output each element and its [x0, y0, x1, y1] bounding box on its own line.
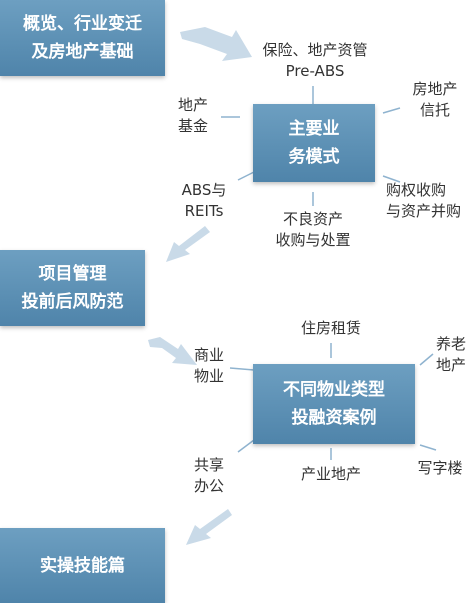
label-cowork-line-1: 共享: [193, 456, 224, 474]
label-re-trust-line-2: 信托: [419, 101, 450, 119]
label-cowork-line-2: 办公: [193, 477, 224, 495]
label-re-fund: 地产 基金: [168, 95, 218, 137]
property-cases-line-2: 投融资案例: [291, 408, 377, 428]
main-modes-line-2: 务模式: [288, 147, 340, 167]
label-npl-line-1: 不良资产: [282, 210, 343, 228]
property-cases-box: 不同物业类型 投融资案例: [253, 364, 415, 444]
label-industrial-text: 产业地产: [300, 465, 361, 483]
label-npl: 不良资产 收购与处置: [258, 209, 368, 251]
overview-box: 概览、行业变迁 及房地产基础: [0, 0, 165, 76]
label-acquisition-line-1: 购权收购: [386, 181, 447, 199]
property-cases-line-1: 不同物业类型: [283, 380, 385, 400]
label-rental-text: 住房租赁: [300, 319, 361, 337]
label-abs-reits-line-1: ABS与: [181, 181, 227, 199]
label-industrial: 产业地产: [286, 464, 376, 485]
project-mgmt-line-1: 项目管理: [38, 264, 107, 284]
flow-arrows: [148, 27, 252, 545]
project-mgmt-box: 项目管理 投前后风防范: [0, 250, 145, 326]
label-re-fund-line-1: 地产: [177, 96, 208, 114]
arrow-cases-to-practice: [186, 509, 232, 545]
label-commercial-line-1: 商业: [193, 346, 224, 364]
label-npl-line-2: 收购与处置: [275, 231, 351, 249]
label-elderly: 养老 地产: [436, 334, 474, 376]
practice-box: 实操技能篇: [0, 528, 165, 603]
overview-line-2: 及房地产基础: [31, 42, 134, 62]
overview-line-1: 概览、行业变迁: [23, 14, 142, 34]
arrow-modes-to-project: [166, 226, 210, 262]
practice-label: 实操技能篇: [40, 555, 125, 576]
main-modes-line-1: 主要业: [288, 119, 340, 139]
label-insurance-line-1: 保险、地产资管: [262, 41, 368, 59]
label-acquisition: 购权收购 与资产并购: [386, 180, 474, 222]
label-cowork: 共享 办公: [186, 455, 232, 497]
spoke-lines: [221, 86, 437, 460]
label-re-trust: 房地产 信托: [400, 79, 470, 121]
main-modes-box: 主要业 务模式: [253, 104, 375, 182]
label-re-fund-line-2: 基金: [177, 117, 208, 135]
label-abs-reits-line-2: REITs: [184, 202, 224, 220]
label-office: 写字楼: [408, 458, 472, 479]
label-re-trust-line-1: 房地产: [412, 80, 458, 98]
label-acquisition-line-2: 与资产并购: [386, 202, 462, 220]
label-rental: 住房租赁: [286, 318, 376, 339]
label-insurance: 保险、地产资管 Pre-ABS: [240, 40, 390, 82]
label-elderly-line-1: 养老: [436, 335, 467, 353]
arrow-project-to-cases: [148, 337, 197, 365]
label-office-text: 写字楼: [417, 459, 463, 477]
label-elderly-line-2: 地产: [436, 356, 467, 374]
label-commercial: 商业 物业: [186, 345, 232, 387]
arrow-overview-to-modes: [180, 27, 252, 61]
label-abs-reits: ABS与 REITs: [174, 180, 234, 222]
project-mgmt-line-2: 投前后风防范: [21, 292, 124, 312]
label-commercial-line-2: 物业: [193, 367, 224, 385]
label-insurance-line-2: Pre-ABS: [285, 62, 345, 80]
